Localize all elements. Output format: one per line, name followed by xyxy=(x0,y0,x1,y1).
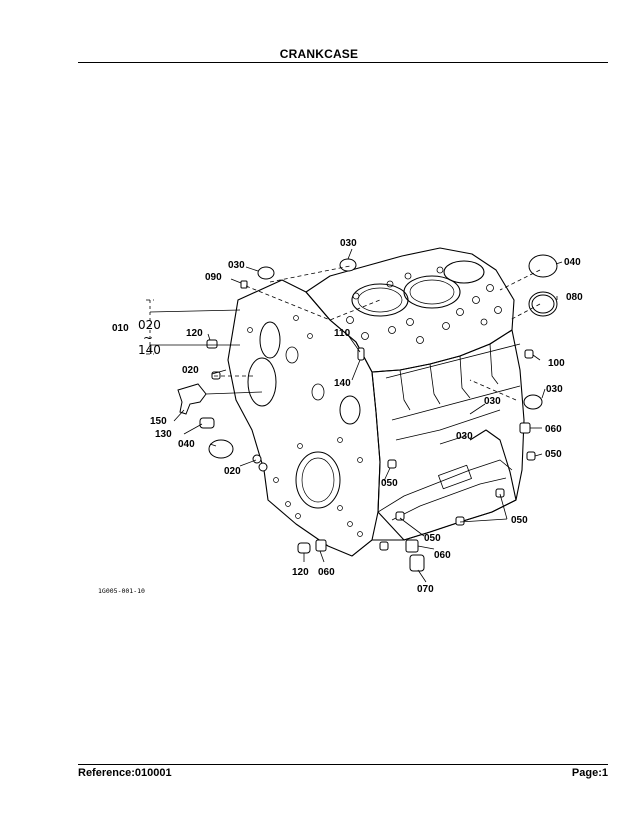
seal-part xyxy=(528,291,558,317)
skirt-outline xyxy=(351,429,517,557)
callout-label: 030 xyxy=(228,260,245,271)
callout-label: 030 xyxy=(484,396,501,407)
callout-label: 090 xyxy=(205,272,222,283)
side-block-outline xyxy=(371,329,525,541)
group-range-start: 020 xyxy=(138,318,161,332)
callout-label: 020 xyxy=(224,466,241,477)
callout-label: 080 xyxy=(566,292,583,303)
group-range-end: 140 xyxy=(138,343,161,357)
footer-rule xyxy=(78,764,608,765)
cylinder-bore xyxy=(443,260,485,284)
large-plug-part xyxy=(528,254,558,278)
callout-label: 060 xyxy=(545,424,562,435)
callout-label: 030 xyxy=(340,238,357,249)
page-title: CRANKCASE xyxy=(279,47,359,61)
callout-label: 050 xyxy=(545,449,562,460)
callout-label: 030 xyxy=(546,384,563,395)
plug-part xyxy=(315,539,327,552)
callout-label: 050 xyxy=(424,533,441,544)
page-number: Page:1 xyxy=(571,767,608,779)
plug-part xyxy=(519,422,531,434)
plug-part xyxy=(257,266,275,280)
callout-label: 130 xyxy=(155,429,172,440)
callout-label: 140 xyxy=(334,378,351,389)
callout-label: 050 xyxy=(381,478,398,489)
pin-part xyxy=(199,417,215,429)
front-face-outline xyxy=(227,279,381,557)
callout-label: 020 xyxy=(182,365,199,376)
plug-part xyxy=(523,394,543,410)
callout-label: 050 xyxy=(511,515,528,526)
header-rule xyxy=(78,62,608,63)
callout-label: 060 xyxy=(318,567,335,578)
callout-label: 100 xyxy=(548,358,565,369)
plug-part xyxy=(409,554,425,572)
callout-label: 040 xyxy=(564,257,581,268)
callout-label: 040 xyxy=(178,439,195,450)
cylinder-bore xyxy=(351,283,409,317)
figure-id: 1G005-001-10 xyxy=(98,587,145,595)
pin-part xyxy=(524,349,534,359)
callout-label: 120 xyxy=(186,328,203,339)
drain-cock-part xyxy=(177,383,207,415)
plug-part xyxy=(339,258,357,272)
large-plug-part xyxy=(208,439,234,459)
callout-label: 030 xyxy=(456,431,473,442)
callout-label: 070 xyxy=(417,584,434,595)
group-range-separator: ~ xyxy=(143,331,153,345)
reference-label: Reference:010001 xyxy=(78,767,172,779)
group-label: 010 xyxy=(112,323,129,334)
plug-part xyxy=(405,539,419,553)
cylinder-bore xyxy=(403,275,461,309)
callout-label: 120 xyxy=(292,567,309,578)
pin-part xyxy=(206,339,218,349)
pin-part xyxy=(297,542,311,554)
callout-label: 060 xyxy=(434,550,451,561)
callout-label: 150 xyxy=(150,416,167,427)
callout-label: 110 xyxy=(334,328,351,339)
